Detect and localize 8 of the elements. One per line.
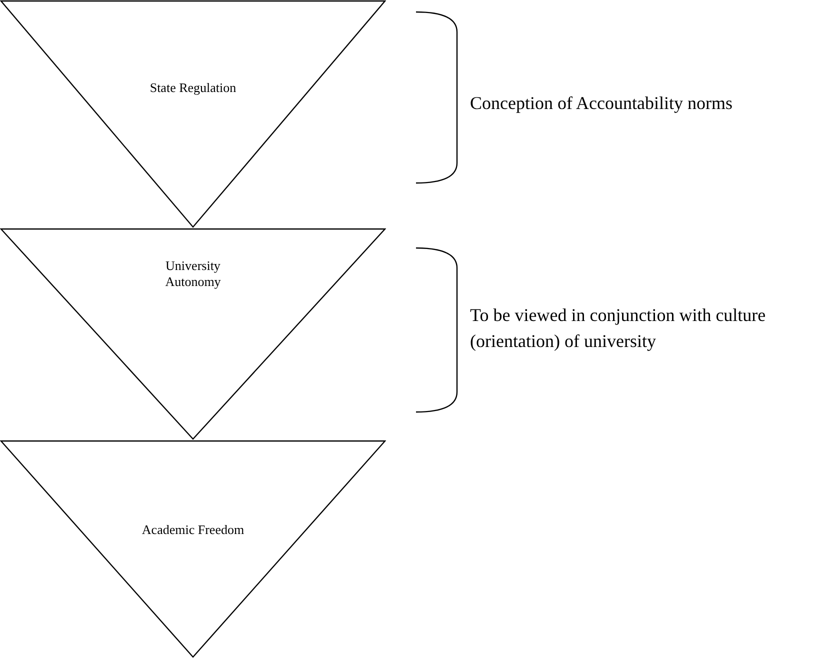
inverted-triangle xyxy=(0,440,386,658)
triangle-label: Academic Freedom xyxy=(140,522,246,538)
inverted-triangle xyxy=(0,228,386,440)
annotation-text: To be viewed in conjunction with culture (orientation) of university xyxy=(470,304,767,353)
inverted-triangle xyxy=(0,0,386,228)
annotation-text: Conception of Accountability norms xyxy=(470,92,734,115)
triangle-label: University Autonomy xyxy=(164,258,222,290)
triangle-label: State Regulation xyxy=(148,80,238,96)
